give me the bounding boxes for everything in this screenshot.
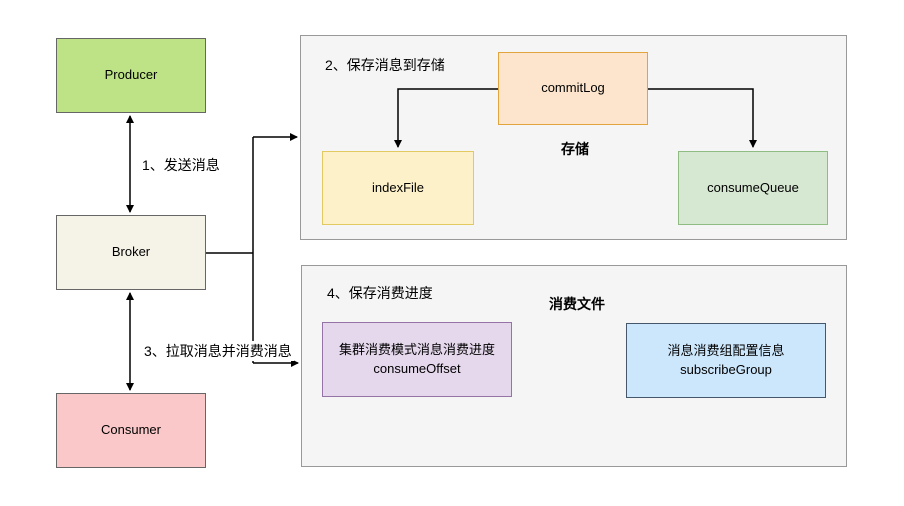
subscribegroup-node: 消息消费组配置信息 subscribeGroup	[626, 323, 826, 398]
consumer-node: Consumer	[56, 393, 206, 468]
indexfile-node: indexFile	[322, 151, 474, 225]
consumequeue-label: consumeQueue	[707, 179, 799, 195]
commitlog-label: commitLog	[541, 80, 605, 96]
consumeoffset-label-line1: 集群消费模式消息消费进度	[338, 342, 495, 358]
indexfile-label: indexFile	[371, 179, 425, 195]
broker-label: Broker	[111, 244, 151, 260]
step1-label: 1、发送消息	[140, 155, 222, 175]
consumeoffset-label-line2: consumeOffset	[373, 360, 461, 376]
commitlog-node: commitLog	[498, 52, 648, 125]
consumer-label: Consumer	[101, 422, 161, 438]
producer-node: Producer	[56, 38, 206, 113]
consume-files-group-label: 消费文件	[549, 296, 605, 312]
step3-label: 3、拉取消息并消费消息	[142, 341, 294, 361]
step4-label: 4、保存消费进度	[327, 285, 433, 301]
producer-label: Producer	[104, 67, 158, 83]
consumeoffset-node: 集群消费模式消息消费进度 consumeOffset	[322, 322, 512, 397]
consumequeue-node: consumeQueue	[678, 151, 828, 225]
step2-label: 2、保存消息到存储	[325, 57, 445, 73]
storage-group-label: 存储	[561, 141, 589, 157]
subscribegroup-label-line1: 消息消费组配置信息	[667, 343, 785, 359]
broker-node: Broker	[56, 215, 206, 290]
subscribegroup-label-line2: subscribeGroup	[680, 361, 772, 377]
